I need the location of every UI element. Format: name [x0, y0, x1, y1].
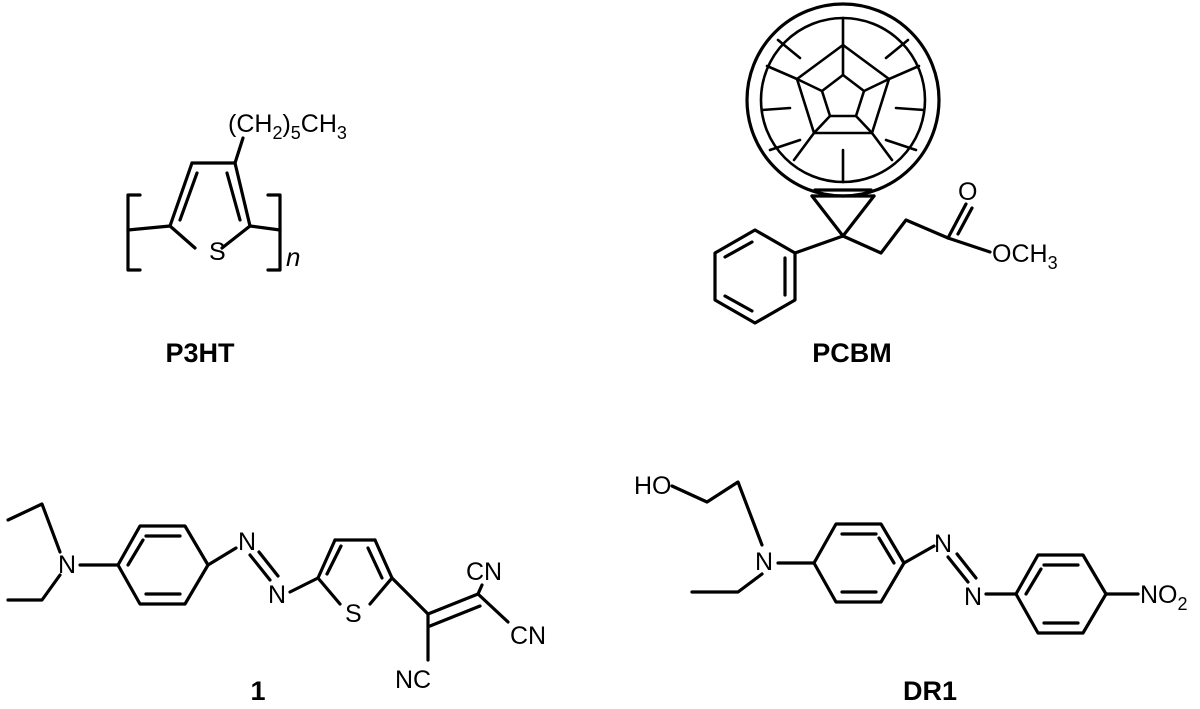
pcbm-carbonyl-bond	[946, 202, 968, 240]
fullerene-center-pentagon	[795, 43, 891, 135]
compound-1-structure: N N N S CN CN NC 1	[6, 502, 546, 706]
compound-1-cyano-2: CN	[510, 622, 546, 650]
compound-1-bond	[476, 583, 484, 596]
pcbm-ester-bond	[946, 236, 992, 254]
dr1-bond	[902, 544, 936, 565]
compound-1-azo-nitrogen-2: N	[268, 581, 286, 609]
p3ht-bond	[233, 161, 252, 228]
dr1-nitro-group: NO2	[1140, 581, 1188, 614]
p3ht-bond	[168, 161, 194, 228]
dr1-name-label: DR1	[903, 676, 957, 706]
compound-1-amine-nitrogen: N	[58, 551, 76, 579]
pcbm-bond	[841, 194, 876, 238]
compound-1-bond	[288, 576, 320, 594]
compound-1-bond	[373, 538, 394, 580]
compound-1-ethyl-2	[6, 573, 62, 602]
compound-1-double-bond	[366, 546, 384, 580]
compound-1-name-label: 1	[250, 676, 265, 706]
compound-1-benzene-ring	[116, 524, 210, 606]
fullerene-bond	[887, 64, 921, 81]
p3ht-sulfur-atom: S	[209, 238, 226, 266]
dr1-double-bond	[1024, 567, 1043, 596]
fullerene-bond	[812, 114, 832, 135]
p3ht-double-bond	[178, 171, 199, 222]
pcbm-carbonyl-double-bond	[956, 206, 974, 236]
compound-1-ethyl-1	[6, 502, 62, 554]
fullerene-bond	[760, 106, 792, 112]
p3ht-double-bond	[225, 171, 242, 222]
compound-1-bond	[316, 538, 337, 580]
fullerene-inner-pentagon	[820, 73, 866, 118]
compound-1-cyano-3: NC	[395, 666, 431, 694]
dr1-azo-double-bond	[955, 552, 978, 580]
fullerene-bond	[894, 106, 926, 112]
p3ht-bond	[220, 224, 252, 250]
fullerene-bond	[862, 77, 891, 93]
compound-1-azo-nitrogen-1: N	[238, 528, 256, 556]
p3ht-bond	[233, 136, 245, 165]
dr1-azo-bond	[946, 555, 970, 584]
compound-1-bond	[206, 546, 238, 567]
compound-1-bond	[390, 576, 430, 616]
pcbm-structure: O OCH3 PCBM	[713, 2, 1058, 368]
fullerene-bond	[795, 77, 824, 93]
p3ht-name-label: P3HT	[165, 338, 235, 368]
pcbm-ester-group: OCH3	[992, 240, 1058, 273]
fullerene-bond	[854, 114, 874, 135]
dr1-benzene-ring-1	[812, 522, 906, 604]
p3ht-bond	[126, 224, 172, 232]
compound-1-cyano-1: CN	[466, 558, 502, 586]
pcbm-bond	[810, 194, 845, 238]
dr1-structure: HO N N N NO2 DR1	[634, 472, 1188, 706]
fullerene-bond	[768, 138, 802, 152]
p3ht-substituent: (CH2)5CH3	[228, 110, 347, 143]
pcbm-name-label: PCBM	[812, 338, 892, 368]
dr1-amine-nitrogen: N	[755, 548, 773, 576]
dr1-azo-nitrogen-2: N	[964, 583, 982, 611]
compound-1-sulfur-atom: S	[345, 600, 362, 628]
fullerene-cage	[745, 2, 941, 198]
compound-1-azo-double-bond	[257, 550, 280, 578]
compound-1-bond	[316, 576, 342, 606]
compound-1-vinyl-double-bond	[428, 604, 482, 628]
p3ht-bond	[248, 224, 282, 232]
compound-1-bond	[368, 576, 394, 606]
pcbm-alkyl-chain	[841, 218, 950, 255]
dr1-azo-nitrogen-1: N	[934, 530, 952, 558]
dr1-hydroxyethyl-chain	[670, 480, 764, 547]
dr1-double-bond	[877, 536, 896, 565]
dr1-benzene-ring-2	[1014, 553, 1108, 635]
fullerene-bond	[776, 38, 802, 60]
compound-1-bond	[476, 592, 510, 624]
fullerene-bond	[884, 38, 910, 60]
pcbm-double-bond	[723, 294, 754, 313]
compound-1-azo-bond	[248, 553, 272, 582]
compound-1-double-bond	[325, 544, 343, 576]
dr1-hydroxyl: HO	[634, 472, 672, 500]
pcbm-bond	[793, 234, 845, 255]
p3ht-left-bracket	[126, 193, 142, 272]
p3ht-bond	[168, 224, 197, 250]
fullerene-bond	[792, 131, 816, 162]
p3ht-repeat-label: n	[286, 242, 300, 272]
p3ht-right-bracket	[266, 193, 282, 272]
compound-1-vinyl-bond	[426, 592, 480, 616]
fullerene-bond	[884, 138, 918, 152]
pcbm-carbonyl-oxygen: O	[958, 178, 977, 206]
p3ht-structure: S n (CH2)5CH3 P3HT	[126, 110, 347, 368]
dr1-ethyl-chain	[690, 572, 764, 594]
compound-1-double-bond	[126, 538, 145, 567]
fullerene-bond	[870, 131, 894, 162]
pcbm-phenyl-ring	[713, 228, 797, 325]
fullerene-bond	[765, 64, 799, 81]
pcbm-double-bond	[723, 240, 754, 259]
